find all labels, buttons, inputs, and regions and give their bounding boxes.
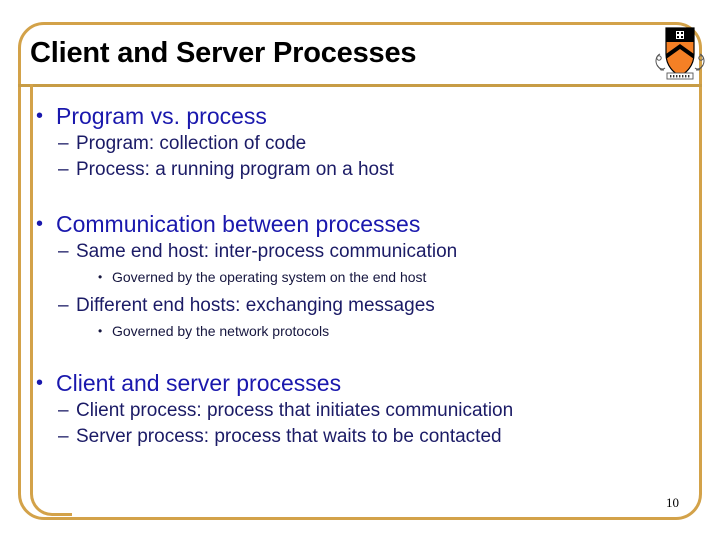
bullet-text: Program vs. process — [56, 103, 267, 129]
bullet-dash-icon: – — [58, 400, 69, 421]
bullet-disc-icon: • — [36, 105, 44, 127]
slide-content: • Program vs. process – Program: collect… — [36, 96, 686, 496]
title-area: Client and Server Processes — [30, 24, 630, 82]
section-gap — [36, 182, 686, 204]
bullet-text: Client process: process that initiates c… — [76, 400, 514, 421]
bullet-text: Process: a running program on a host — [76, 159, 394, 180]
bullet-dash-icon: – — [58, 295, 69, 316]
page-title: Client and Server Processes — [30, 36, 417, 69]
title-divider — [18, 84, 702, 87]
bullet-dash-icon: – — [58, 426, 69, 447]
slide-outer-border — [18, 22, 702, 520]
bullet-level2-same-end-host: – Same end host: inter-process communica… — [58, 239, 686, 264]
bullet-level3-governed-by-network-protocols: • Governed by the network protocols — [98, 321, 686, 341]
bullet-text: Server process: process that waits to be… — [76, 426, 502, 447]
bullet-text: Different end hosts: exchanging messages — [76, 295, 435, 316]
bullet-level3-governed-by-os: • Governed by the operating system on th… — [98, 267, 686, 287]
bullet-disc-icon: • — [36, 372, 44, 394]
bullet-level2-different-end-hosts: – Different end hosts: exchanging messag… — [58, 293, 686, 318]
bullet-level1-program-vs-process: • Program vs. process — [36, 102, 686, 130]
bullet-level2-server-process: – Server process: process that waits to … — [58, 424, 686, 449]
bullet-text: Client and server processes — [56, 370, 342, 396]
bullet-dash-icon: – — [58, 159, 69, 180]
bullet-text: Governed by the operating system on the … — [112, 269, 427, 285]
bullet-level1-communication-between-processes: • Communication between processes — [36, 210, 686, 238]
bullet-text: Communication between processes — [56, 211, 421, 237]
bullet-level2-program-definition: – Program: collection of code — [58, 131, 686, 156]
page-number: 10 — [666, 495, 679, 510]
bullet-text: Same end host: inter-process communicati… — [76, 241, 458, 262]
section-gap — [36, 341, 686, 363]
bullet-level1-client-and-server-processes: • Client and server processes — [36, 369, 686, 397]
bullet-level2-client-process: – Client process: process that initiates… — [58, 398, 686, 423]
bullet-text: Program: collection of code — [76, 133, 307, 154]
bullet-disc-icon: • — [36, 213, 44, 235]
princeton-shield-logo — [652, 24, 708, 84]
bullet-level2-process-definition: – Process: a running program on a host — [58, 157, 686, 182]
bullet-dash-icon: – — [58, 133, 69, 154]
bullet-small-disc-icon: • — [98, 270, 103, 284]
bullet-text: Governed by the network protocols — [112, 323, 330, 339]
bullet-small-disc-icon: • — [98, 324, 103, 338]
bullet-dash-icon: – — [58, 241, 69, 262]
